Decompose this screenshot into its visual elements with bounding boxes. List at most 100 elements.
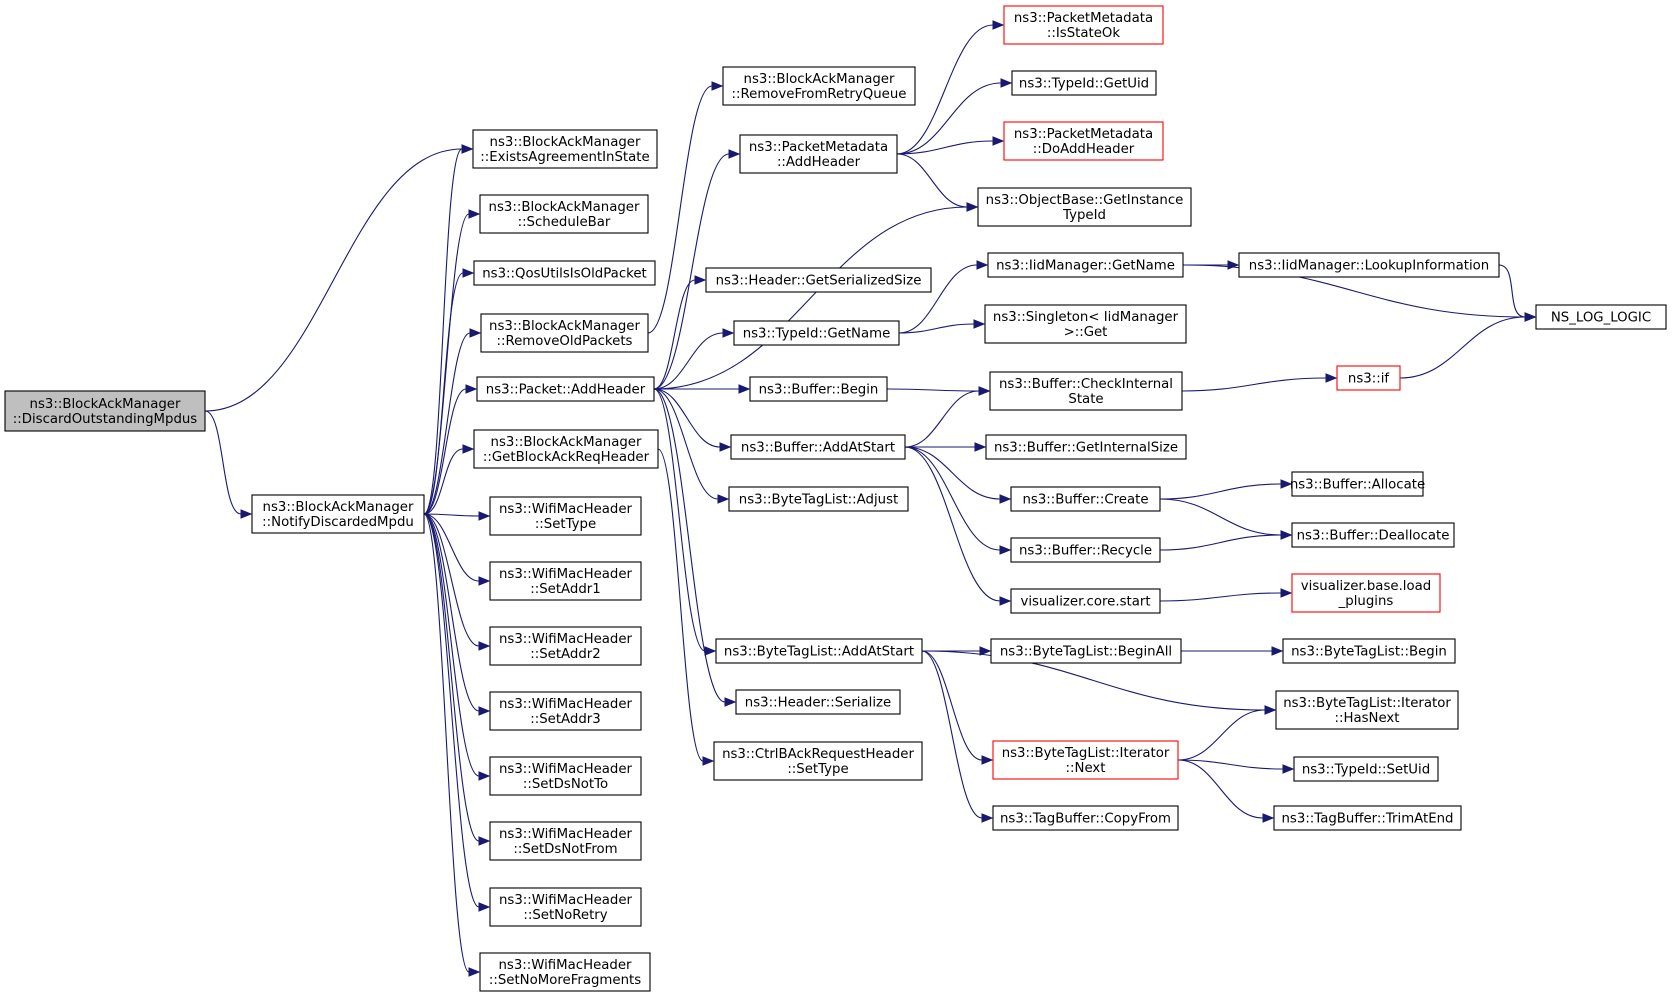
node-ns3-packetmetadata-doaddheader[interactable]: ns3::PacketMetadata::DoAddHeader: [1003, 121, 1164, 161]
edge-n2-n11: [423, 513, 491, 716]
node-ns3-bytetaglist-addatstart[interactable]: ns3::ByteTagList::AddAtStart: [715, 638, 923, 664]
node-ns3-bytetaglist-begin[interactable]: ns3::ByteTagList::Begin: [1282, 638, 1456, 664]
edge-line: [423, 513, 470, 973]
node-visualizer-core-start[interactable]: visualizer.core.start: [1010, 588, 1161, 614]
node-ns3-if[interactable]: ns3::if: [1336, 365, 1401, 391]
node-ns3-iidmanager-lookupinformation[interactable]: ns3::IidManager::LookupInformation: [1238, 252, 1500, 278]
node-ns3-blockackmanager-existsagreementinstate[interactable]: ns3::BlockAckManager::ExistsAgreementInS…: [472, 129, 658, 169]
node-ns3-tagbuffer-copyfrom[interactable]: ns3::TagBuffer::CopyFrom: [992, 805, 1179, 831]
node-ns3-typeid-getname[interactable]: ns3::TypeId::GetName: [733, 320, 900, 346]
node-ns3-wifimacheader-settype[interactable]: ns3::WifiMacHeader::SetType: [489, 496, 642, 536]
edge-line: [423, 513, 480, 777]
node-ns3-singleton-iidmanager-get[interactable]: ns3::Singleton< IidManager >::Get: [984, 304, 1187, 344]
edge-n6-n17: [653, 149, 741, 390]
node-label-line: ns3::Header::Serialize: [745, 696, 891, 711]
edge-line: [1498, 264, 1526, 318]
edge-n38-n47: [1177, 705, 1277, 761]
node-label-line: ns3::TagBuffer::TrimAtEnd: [1282, 812, 1454, 827]
node-ns3-bytetaglist-iterator-next[interactable]: ns3::ByteTagList::Iterator::Next: [992, 740, 1179, 780]
node-box: [1291, 522, 1455, 548]
edge-arrowhead: [462, 444, 475, 454]
edge-line: [904, 446, 1001, 602]
node-box: [733, 320, 900, 346]
node-label-line: ns3::BlockAckManager: [491, 435, 642, 450]
node-ns3-packetmetadata-addheader[interactable]: ns3::PacketMetadata::AddHeader: [739, 134, 898, 174]
node-ns3-blockackmanager-schedulebar[interactable]: ns3::BlockAckManager::ScheduleBar: [479, 194, 649, 234]
node-box: [1003, 121, 1164, 161]
node-ns3-wifimacheader-setaddr1[interactable]: ns3::WifiMacHeader::SetAddr1: [489, 561, 642, 601]
node-label-line: ::SetDsNotFrom: [513, 842, 617, 857]
edge-arrowhead: [1280, 479, 1293, 489]
node-label-line: ns3::Buffer::Allocate: [1290, 478, 1425, 493]
node-ns-log-logic[interactable]: NS_LOG_LOGIC: [1535, 304, 1667, 330]
node-ns3-blockackmanager-removeoldpackets[interactable]: ns3::BlockAckManager::RemoveOldPackets: [480, 313, 649, 353]
node-ns3-packet-addheader[interactable]: ns3::Packet::AddHeader: [476, 376, 655, 402]
edge-line: [898, 323, 975, 334]
edge-line: [647, 85, 713, 334]
edge-arrowhead: [738, 384, 751, 394]
edge-n19-n30: [898, 260, 989, 334]
node-ns3-header-serialize[interactable]: ns3::Header::Serialize: [735, 689, 901, 715]
node-box: [1003, 5, 1164, 45]
node-label-line: ns3::if: [1348, 372, 1389, 387]
node-ns3-ctrlbackrequestheader-settype[interactable]: ns3::CtrlBAckRequestHeader::SetType: [713, 741, 923, 781]
edge-arrowhead: [999, 494, 1012, 504]
node-ns3-bytetaglist-beginall[interactable]: ns3::ByteTagList::BeginAll: [990, 638, 1182, 664]
edge-n38-n49: [1177, 759, 1275, 823]
node-ns3-packetmetadata-isstateok[interactable]: ns3::PacketMetadata::IsStateOk: [1003, 5, 1164, 45]
node-ns3-blockackmanager-removefromretryqueue[interactable]: ns3::BlockAckManager::RemoveFromRetryQue…: [722, 66, 916, 106]
node-ns3-buffer-begin[interactable]: ns3::Buffer::Begin: [749, 376, 888, 402]
node-label-line: ns3::WifiMacHeader: [499, 827, 633, 842]
node-ns3-bytetaglist-iterator-hasnext[interactable]: ns3::ByteTagList::Iterator::HasNext: [1275, 690, 1459, 730]
node-ns3-typeid-setuid[interactable]: ns3::TypeId::SetUid: [1293, 756, 1439, 782]
node-label-line: ns3::ByteTagList::Iterator: [1002, 746, 1170, 761]
edge-line: [653, 388, 726, 703]
node-ns3-blockackmanager-getblockackreqheader[interactable]: ns3::BlockAckManager::GetBlockAckReqHead…: [473, 429, 659, 469]
node-ns3-buffer-recycle[interactable]: ns3::Buffer::Recycle: [1010, 537, 1161, 563]
node-ns3-wifimacheader-setaddr3[interactable]: ns3::WifiMacHeader::SetAddr3: [489, 691, 642, 731]
node-label-line: ::DiscardOutstandingMpdus: [13, 412, 198, 427]
edge-n21-n36: [904, 446, 1012, 606]
node-ns3-buffer-addatstart[interactable]: ns3::Buffer::AddAtStart: [730, 434, 906, 460]
node-ns3-tagbuffer-trimatend[interactable]: ns3::TagBuffer::TrimAtEnd: [1273, 805, 1462, 831]
node-label-line: ::SetAddr3: [530, 712, 600, 727]
node-label-line: ns3::Packet::AddHeader: [486, 383, 646, 398]
edge-line: [904, 446, 1001, 500]
node-ns3-header-getserializedsize[interactable]: ns3::Header::GetSerializedSize: [705, 267, 932, 293]
node-ns3-wifimacheader-setaddr2[interactable]: ns3::WifiMacHeader::SetAddr2: [489, 626, 642, 666]
node-ns3-wifimacheader-setdsnotto[interactable]: ns3::WifiMacHeader::SetDsNotTo: [489, 756, 642, 796]
node-box: [472, 129, 658, 169]
node-label-line: ns3::QosUtilsIsOldPacket: [482, 267, 647, 282]
node-ns3-buffer-create[interactable]: ns3::Buffer::Create: [1010, 486, 1161, 512]
edge-n2-n14: [423, 513, 491, 912]
node-ns3-iidmanager-getname[interactable]: ns3::IidManager::GetName: [987, 252, 1184, 278]
node-box: [992, 740, 1179, 780]
node-box: [730, 434, 906, 460]
node-box: [1010, 588, 1161, 614]
edge-n6-n24: [653, 388, 737, 707]
edge-n2-n13: [423, 513, 491, 846]
edge-line: [1399, 316, 1526, 379]
edge-line: [423, 148, 463, 515]
node-label-line: ns3::PacketMetadata: [1014, 11, 1153, 26]
node-box: [489, 561, 642, 601]
node-ns3-blockackmanager-notifydiscardedmpdu[interactable]: ns3::BlockAckManager::NotifyDiscardedMpd…: [251, 494, 425, 534]
node-ns3-blockackmanager-discardoutstandingmpdus: ns3::BlockAckManager::DiscardOutstanding…: [4, 390, 206, 432]
edge-arrowhead: [999, 545, 1012, 555]
node-ns3-wifimacheader-setnoretry[interactable]: ns3::WifiMacHeader::SetNoRetry: [489, 887, 642, 927]
edge-n36-n45: [1159, 588, 1293, 602]
edge-n0-n2: [204, 410, 253, 519]
node-ns3-typeid-getuid[interactable]: ns3::TypeId::GetUid: [1011, 70, 1157, 96]
node-ns3-buffer-getinternalsize[interactable]: ns3::Buffer::GetInternalSize: [985, 434, 1187, 460]
edge-arrowhead: [976, 260, 989, 270]
node-ns3-wifimacheader-setnomorefragments[interactable]: ns3::WifiMacHeader::SetNoMoreFragments: [479, 952, 651, 992]
node-visualizer-base-load-plugins[interactable]: visualizer.base.load_plugins: [1291, 573, 1441, 613]
node-ns3-qosutilsisoldpacket[interactable]: ns3::QosUtilsIsOldPacket: [473, 260, 656, 286]
node-ns3-wifimacheader-setdsnotfrom[interactable]: ns3::WifiMacHeader::SetDsNotFrom: [489, 821, 642, 861]
node-ns3-buffer-allocate[interactable]: ns3::Buffer::Allocate: [1290, 471, 1425, 497]
node-ns3-bytetaglist-adjust[interactable]: ns3::ByteTagList::Adjust: [728, 486, 909, 512]
node-ns3-buffer-deallocate[interactable]: ns3::Buffer::Deallocate: [1291, 522, 1455, 548]
